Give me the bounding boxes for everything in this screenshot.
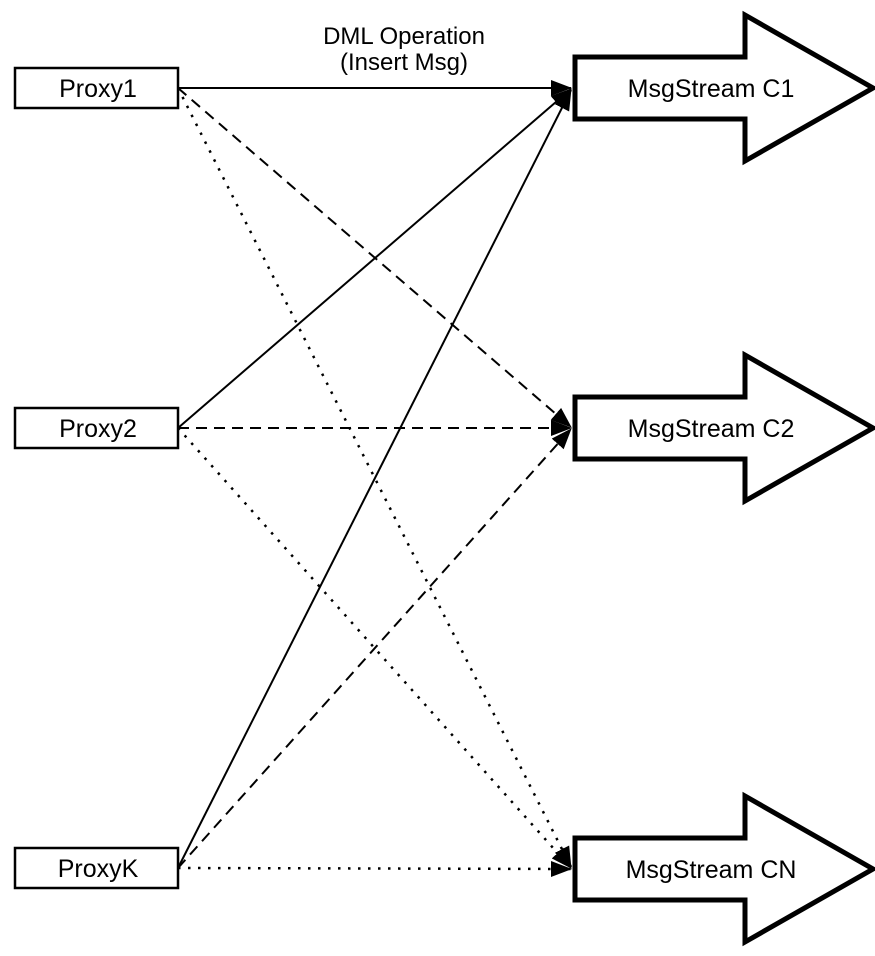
stream-cn-label: MsgStream CN	[626, 856, 797, 884]
stream-c1-arrow-shape	[572, 10, 875, 166]
proxy2-label: Proxy2	[59, 415, 137, 443]
connection-proxy1-c2	[177, 87, 572, 428]
stream-c2-arrow-shape	[572, 350, 875, 506]
diagram-title: DML Operation (Insert Msg)	[323, 23, 485, 76]
proxy1-box	[13, 66, 180, 110]
connection-proxyk-cn	[177, 860, 572, 877]
proxy2-box	[13, 406, 180, 450]
proxyk-label: ProxyK	[58, 855, 139, 883]
stream-c1-label: MsgStream C1	[628, 75, 795, 103]
stream-c2-label: MsgStream C2	[628, 415, 795, 443]
proxy-node-proxy1: Proxy1	[13, 66, 180, 110]
proxy-node-proxy2: Proxy2	[13, 406, 180, 450]
stream-cn-arrow-shape	[572, 791, 875, 947]
proxy-node-proxyk: ProxyK	[13, 846, 180, 890]
title-line-2: (Insert Msg)	[340, 49, 468, 76]
proxy1-label: Proxy1	[59, 75, 137, 103]
stream-node-c1: MsgStream C1	[572, 10, 875, 166]
stream-node-c2: MsgStream C2	[572, 350, 875, 506]
title-line-1: DML Operation	[323, 23, 485, 50]
connection-proxyk-c1	[177, 89, 572, 869]
connection-proxy2-cn	[177, 427, 572, 869]
connection-proxyk-c2	[177, 428, 572, 869]
stream-node-cn: MsgStream CN	[572, 791, 875, 947]
proxyk-box	[13, 846, 180, 890]
